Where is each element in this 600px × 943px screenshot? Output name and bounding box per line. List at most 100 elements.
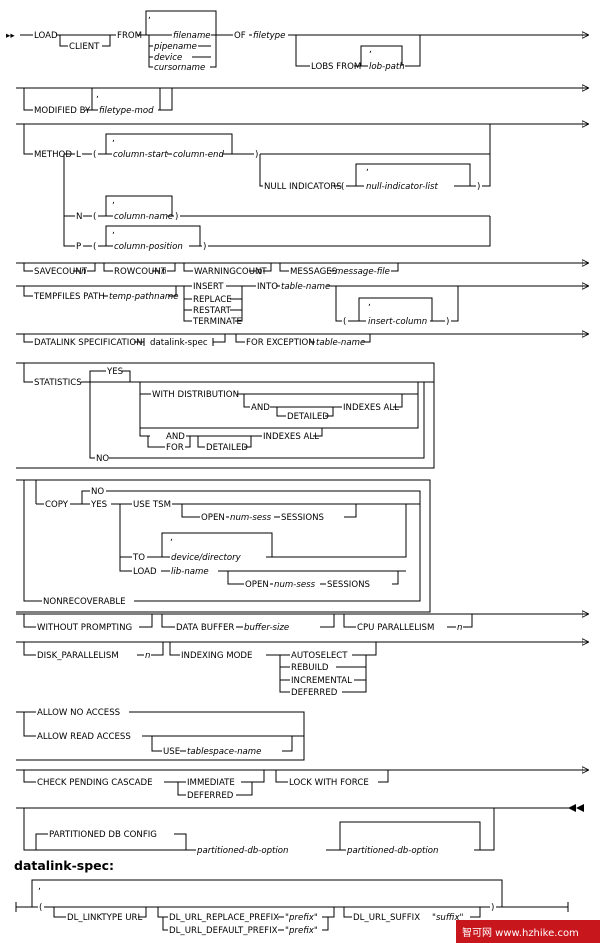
repeat-comma: , <box>112 196 115 206</box>
kw-autoselect: AUTOSELECT <box>291 651 348 661</box>
lparen: ( <box>93 212 96 222</box>
start-marker: ▸▸ <box>6 31 15 41</box>
kw-dl-linktype-url: DL_LINKTYPE URL <box>67 913 143 923</box>
row-partitioned: PARTITIONED DB CONFIG partitioned-db-opt… <box>16 804 584 856</box>
kw-load: LOAD <box>34 31 58 41</box>
repeat-comma: , <box>112 226 115 236</box>
kw-statistics: STATISTICS <box>34 378 82 388</box>
var-n: n <box>81 267 86 277</box>
kw-indexes-all: INDEXES ALL <box>343 403 399 413</box>
kw-yes: YES <box>106 367 123 377</box>
kw-datalink-specification: DATALINK SPECIFICATION <box>34 338 143 348</box>
var-insert-column: insert-column <box>368 317 427 327</box>
kw-copy: COPY <box>45 500 69 510</box>
row-counts: SAVECOUNT n ROWCOUNT n WARNINGCOUNT n ME… <box>16 263 588 277</box>
kw-sessions: SESSIONS <box>281 513 324 523</box>
lparen: ( <box>343 317 346 327</box>
var-num-sess: num-sess <box>230 513 272 523</box>
var-filetype: filetype <box>253 31 285 41</box>
var-lob-path: lob-path <box>369 62 405 72</box>
var-n: n <box>257 267 262 277</box>
var-partitioned-db-option: partitioned-db-option <box>346 846 439 856</box>
var-lib-name: lib-name <box>171 567 209 577</box>
lparen: ( <box>93 242 96 252</box>
repeat-comma: , <box>170 533 173 543</box>
var-filetype-mod: filetype-mod <box>99 106 154 116</box>
kw-for: FOR <box>166 443 184 453</box>
kw-indexes-all: INDEXES ALL <box>263 432 319 442</box>
var-column-position: column-position <box>114 242 183 252</box>
rparen: ) <box>446 317 449 327</box>
datalink-spec-definition: datalink-spec: , ( DL_LINKTYPE URL DL_UR… <box>14 858 569 936</box>
row-statistics: STATISTICS YES WITH DISTRIBUTION AND DET… <box>16 362 435 469</box>
kw-rowcount: ROWCOUNT <box>114 267 167 277</box>
row-prompting: WITHOUT PROMPTING DATA BUFFER buffer-siz… <box>16 614 588 633</box>
kw-null-indicators: NULL INDICATORS <box>264 182 342 192</box>
var-tablespace-name: tablespace-name <box>187 747 261 757</box>
kw-incremental: INCREMENTAL <box>291 676 352 686</box>
kw-detailed: DETAILED <box>206 443 248 453</box>
kw-n: N <box>76 212 82 222</box>
var-table-name: table-name <box>281 282 330 292</box>
rparen: ) <box>491 903 494 913</box>
kw-open: OPEN <box>201 513 225 523</box>
row-copy: COPY NO YES USE TSM OPEN num-sess SESSIO… <box>16 479 431 613</box>
var-column-end: column-end <box>173 150 224 160</box>
kw-use-tsm: USE TSM <box>133 500 171 510</box>
kw-restart: RESTART <box>193 306 232 316</box>
row-method: METHOD L ( , column-start column-end ) N… <box>16 124 588 252</box>
kw-allow-read-access: ALLOW READ ACCESS <box>37 732 131 742</box>
kw-no: NO <box>91 487 104 497</box>
kw-rebuild: REBUILD <box>291 663 329 673</box>
var-temp-pathname: temp-pathname <box>109 292 179 302</box>
row-allow-access: ALLOW NO ACCESS ALLOW READ ACCESS USE ta… <box>16 708 305 761</box>
kw-messages: MESSAGES <box>290 267 337 277</box>
kw-use: USE <box>163 747 180 757</box>
repeat-comma: , <box>368 298 371 308</box>
datalink-spec-heading: datalink-spec: <box>14 858 114 873</box>
kw-data-buffer: DATA BUFFER <box>176 623 234 633</box>
var-cursorname: cursorname <box>154 63 205 73</box>
var-buffer-size: buffer-size <box>244 623 289 633</box>
var-n: n <box>145 651 150 661</box>
kw-nonrecoverable: NONRECOVERABLE <box>43 597 126 607</box>
kw-modified-by: MODIFIED BY <box>34 106 91 116</box>
repeat-comma: , <box>369 45 372 55</box>
var-partitioned-db-option: partitioned-db-option <box>196 846 289 856</box>
var-filename: filename <box>173 31 211 41</box>
repeat-comma: , <box>96 90 99 100</box>
var-column-start: column-start <box>113 150 168 160</box>
kw-indexing-mode: INDEXING MODE <box>181 651 252 661</box>
ref-datalink-spec: datalink-spec <box>150 338 208 348</box>
var-message-file: message-file <box>335 267 390 277</box>
lparen: ( <box>39 903 42 913</box>
var-num-sess: num-sess <box>274 580 316 590</box>
lparen: ( <box>93 150 96 160</box>
repeat-comma: , <box>366 163 369 173</box>
kw-and: AND <box>166 432 185 442</box>
var-device: device <box>154 53 182 63</box>
row-datalink: DATALINK SPECIFICATION datalink-spec FOR… <box>16 334 588 348</box>
kw-dl-url-suffix: DL_URL_SUFFIX <box>353 913 420 923</box>
repeat-comma: , <box>112 134 115 144</box>
var-pipename: pipename <box>153 42 197 52</box>
kw-of: OF <box>234 31 246 41</box>
rparen: ) <box>203 242 206 252</box>
watermark: 智可网 www.hzhike.com <box>456 920 600 943</box>
kw-lock-with-force: LOCK WITH FORCE <box>289 778 369 788</box>
rparen: ) <box>477 182 480 192</box>
kw-disk-parallelism: DISK_PARALLELISM <box>37 651 119 661</box>
row-load: ▸▸ LOAD CLIENT FROM , filename pipename … <box>6 10 588 73</box>
rparen: ) <box>255 150 258 160</box>
row-modified-by: MODIFIED BY , filetype-mod <box>16 88 588 116</box>
kw-client: CLIENT <box>69 42 100 52</box>
kw-dl-url-default-prefix: DL_URL_DEFAULT_PREFIX <box>169 926 278 936</box>
var-device-directory: device/directory <box>171 553 242 563</box>
kw-into: INTO <box>257 282 278 292</box>
row-tempfiles: TEMPFILES PATH temp-pathname INSERT REPL… <box>16 282 588 327</box>
var-n: n <box>457 623 462 633</box>
rparen: ) <box>175 212 178 222</box>
kw-load: LOAD <box>133 567 157 577</box>
kw-replace: REPLACE <box>193 295 232 305</box>
